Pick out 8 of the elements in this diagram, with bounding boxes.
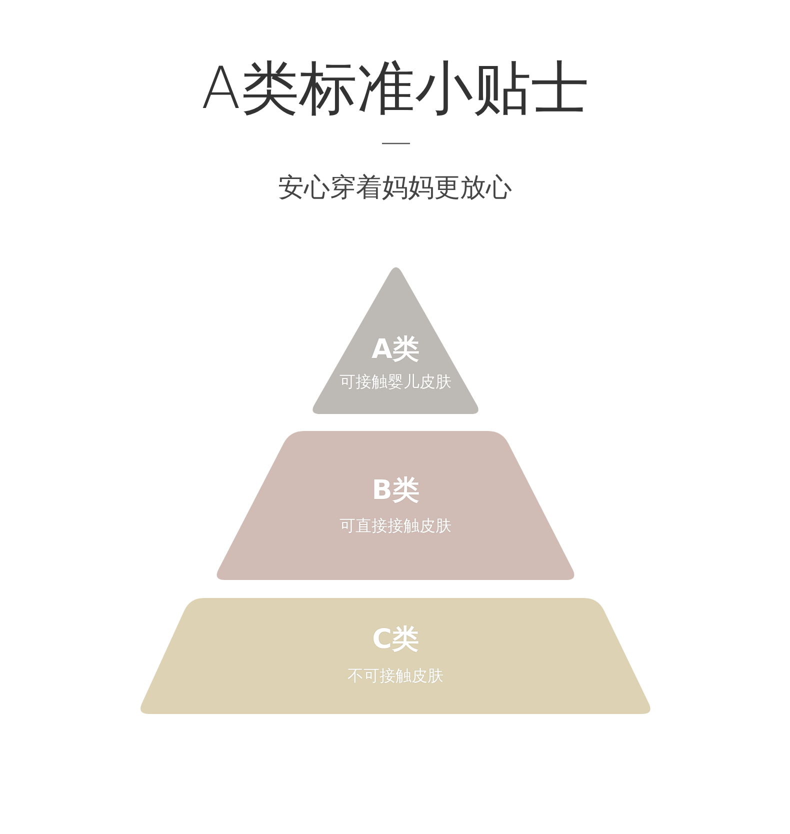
tier-heading: A类 (372, 333, 420, 367)
tier-description: 可接触婴儿皮肤 (340, 371, 452, 393)
subtitle: 安心穿着妈妈更放心 (278, 172, 512, 205)
tier-description: 不可接触皮肤 (348, 665, 444, 687)
tier-heading: C类 (372, 623, 419, 657)
tier-heading: B类 (372, 474, 420, 508)
tier-description: 可直接接触皮肤 (340, 515, 452, 537)
page-title: A类标准小贴士 (201, 53, 589, 124)
